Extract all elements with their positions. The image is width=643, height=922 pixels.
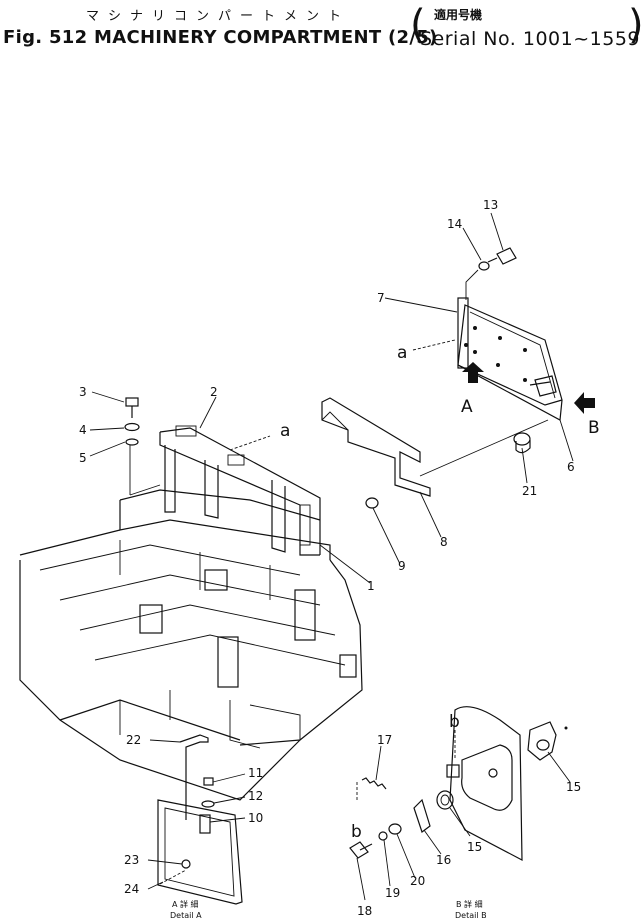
ref-a-left: a: [280, 421, 290, 441]
detail-b-caption-jp: B 詳 細: [456, 899, 483, 909]
detail-a-caption-en: Detail A: [170, 911, 202, 920]
serial-open-paren: (: [410, 2, 426, 48]
callout-3: 3: [79, 385, 87, 399]
callout-2: 2: [210, 385, 218, 399]
callout-9: 9: [398, 559, 406, 573]
title-katakana: マシナリコンパートメント: [86, 9, 351, 24]
ref-line-a-right: [412, 339, 456, 351]
callout-24: 24: [124, 882, 139, 896]
callout-15-lower: 15: [467, 840, 482, 854]
callout-17: 17: [377, 733, 392, 747]
seal-strip-8: [321, 397, 431, 497]
callout-1: 1: [367, 579, 375, 593]
washer-9: [365, 497, 379, 509]
compartment-frame: [19, 489, 363, 801]
figure-title: Fig. 512 MACHINERY COMPARTMENT (2/5): [3, 27, 438, 48]
callout-12: 12: [248, 789, 263, 803]
callout-22: 22: [126, 733, 141, 747]
ref-b-bottom: b: [351, 822, 362, 842]
serial-close-paren: ): [628, 2, 643, 48]
callout-10: 10: [248, 811, 263, 825]
detail-b-drawing: [349, 706, 568, 862]
callout-18: 18: [357, 904, 372, 918]
callout-23: 23: [124, 853, 139, 867]
callout-20: 20: [410, 874, 425, 888]
upper-bracket: [129, 425, 321, 556]
callout-8: 8: [440, 535, 448, 549]
callout-15-upper: 15: [566, 780, 581, 794]
ref-b-top: b: [449, 712, 460, 732]
view-label-b: B: [588, 418, 600, 438]
callout-4: 4: [79, 423, 87, 437]
cover-plate: [457, 297, 563, 421]
applicable-label: 適用号機: [434, 8, 483, 22]
detail-a-drawing: [157, 734, 243, 905]
bolt-3-stack: [124, 397, 140, 446]
callout-6: 6: [567, 460, 575, 474]
callout-14: 14: [447, 217, 462, 231]
ref-line-a-left: [229, 435, 271, 451]
callout-7: 7: [377, 291, 385, 305]
view-label-a: A: [461, 397, 473, 417]
serial-range: Serial No. 1001~1559: [420, 28, 641, 50]
detail-a-caption-jp: A 詳 細: [172, 899, 199, 909]
callout-16: 16: [436, 853, 451, 867]
view-arrow-a: [462, 362, 484, 383]
callout-11: 11: [248, 766, 263, 780]
callout-13: 13: [483, 198, 498, 212]
leader-lines: [89, 212, 574, 901]
callout-21: 21: [522, 484, 537, 498]
bolt-13: [465, 247, 517, 300]
callout-5: 5: [79, 451, 87, 465]
detail-b-caption-en: Detail B: [455, 911, 487, 920]
assembly-line: [419, 419, 549, 477]
callout-19: 19: [385, 886, 400, 900]
view-arrow-b: [574, 392, 595, 414]
ref-a-right: a: [397, 343, 407, 363]
